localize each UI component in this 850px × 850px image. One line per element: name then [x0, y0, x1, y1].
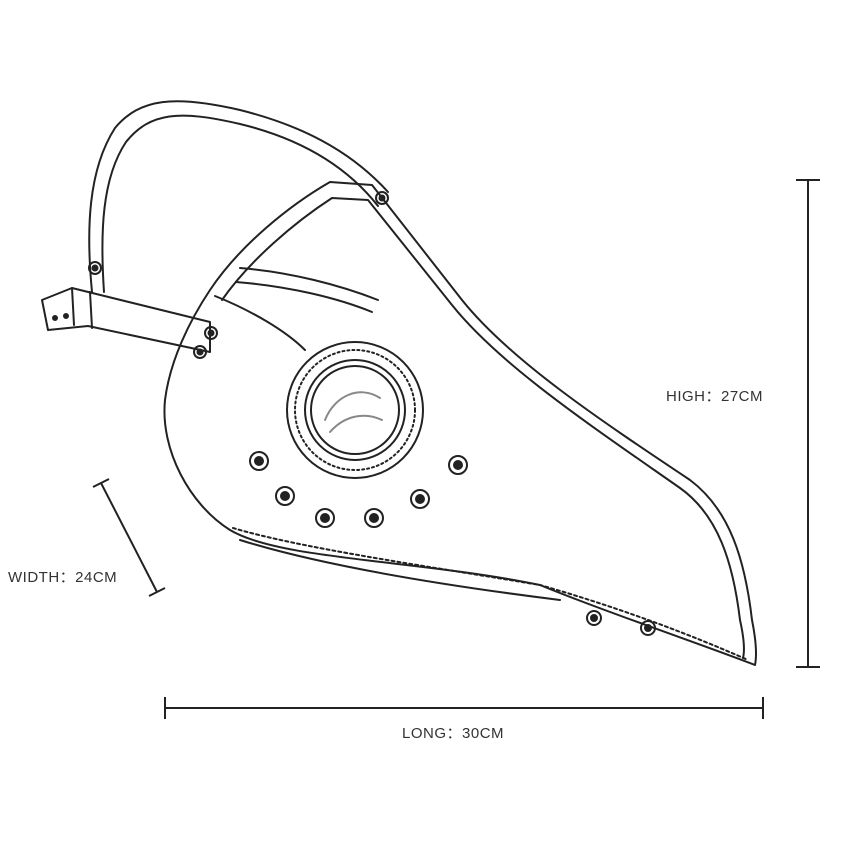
height-label: HIGH：27CM — [666, 388, 764, 405]
length-dimension-line — [164, 697, 764, 719]
width-label: WIDTH：24CM — [8, 569, 118, 586]
height-dimension-line — [796, 179, 820, 668]
side-strap — [41, 287, 218, 359]
goggle-eye — [286, 341, 424, 479]
mask-body — [163, 181, 757, 666]
head-strap — [88, 100, 389, 293]
rivets — [249, 451, 656, 636]
width-dimension-line — [92, 478, 166, 597]
length-label: LONG：30CM — [402, 725, 505, 742]
